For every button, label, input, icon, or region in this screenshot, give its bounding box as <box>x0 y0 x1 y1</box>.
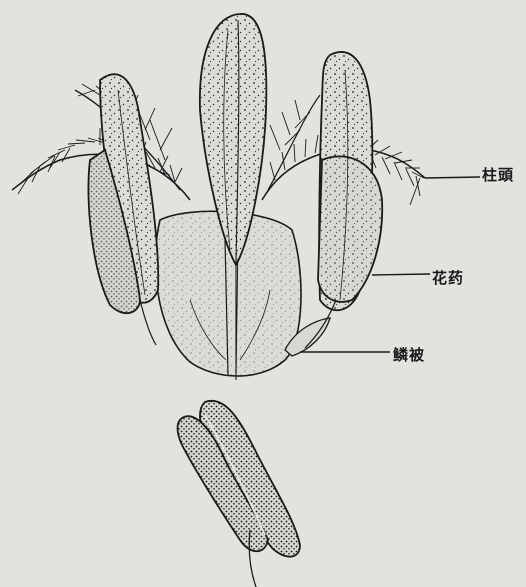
stigma-leader <box>425 177 480 178</box>
label-anther: 花药 <box>432 267 464 288</box>
label-lodicule: 鳞被 <box>393 344 425 365</box>
detached-anther <box>178 401 301 587</box>
anther-leader <box>372 274 430 275</box>
right-anther <box>305 52 382 348</box>
label-stigma: 柱頭 <box>482 164 514 185</box>
left-anther <box>88 74 158 345</box>
